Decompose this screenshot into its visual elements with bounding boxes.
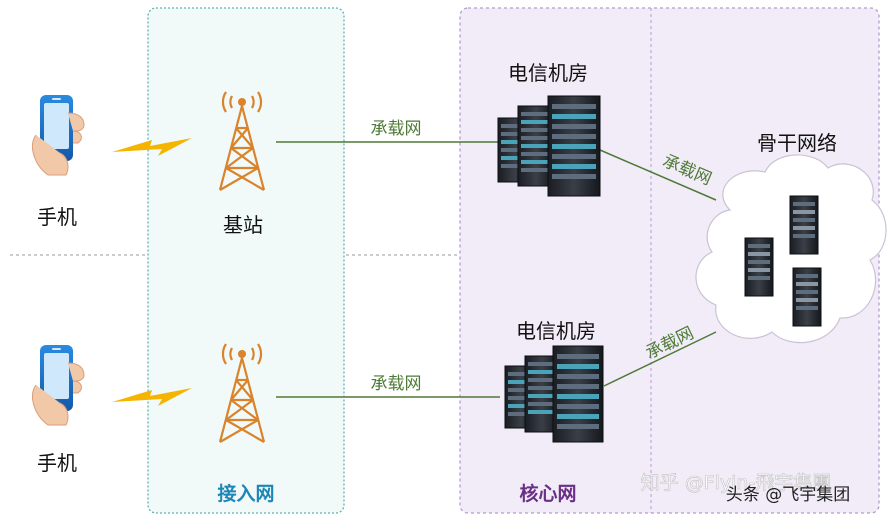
base-station-top-icon — [218, 91, 266, 191]
core-network-label: 核心网 — [519, 482, 576, 505]
bearer-core-bottom-link — [603, 331, 717, 387]
backbone-server-3-icon — [792, 267, 822, 327]
access-network-label: 接入网 — [217, 483, 274, 505]
zhihu-watermark: 知乎 @Flyin-飛宇集團 — [641, 472, 832, 494]
bearer-link-top-label: 承载网 — [371, 119, 422, 139]
bearer-core-top-link — [599, 149, 717, 201]
telecom-room-bottom-servers-icon — [504, 345, 604, 443]
backbone-server-2-icon — [744, 237, 774, 297]
lightning-bottom-icon — [112, 388, 192, 406]
backbone-label: 骨干网络 — [757, 131, 837, 155]
telecom-room-bottom-label: 电信机房 — [516, 319, 596, 343]
phone-bottom-icon — [32, 345, 85, 426]
base-station-bottom-icon — [218, 343, 266, 443]
phone-bottom-label: 手机 — [37, 451, 77, 475]
access-network-zone — [147, 7, 345, 514]
telecom-room-top-label: 电信机房 — [508, 61, 588, 85]
telecom-room-top-servers-icon — [497, 95, 601, 197]
phone-top-label: 手机 — [37, 205, 77, 229]
base-station-top-label: 基站 — [223, 213, 263, 237]
lightning-top-icon — [112, 138, 192, 156]
phone-top-icon — [32, 95, 85, 176]
backbone-server-1-icon — [789, 195, 819, 255]
bearer-link-bottom-label: 承载网 — [371, 374, 422, 394]
toutiao-watermark: 头条 @飞宇集团 — [726, 485, 850, 505]
